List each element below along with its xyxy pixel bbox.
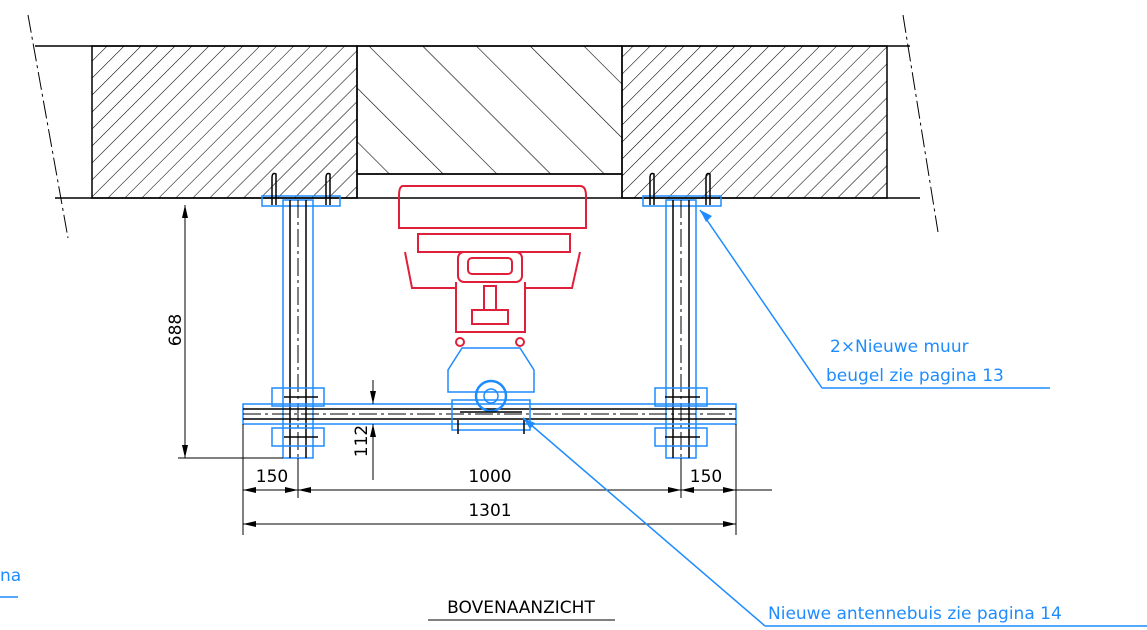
wall-bracket-leader: 2×Nieuwe muur beugel zie pagina 13 <box>699 209 1050 389</box>
dim-150-right: 150 <box>690 467 722 487</box>
dim-688: 688 <box>166 314 186 346</box>
wall-section <box>27 14 939 239</box>
dim-1000: 1000 <box>468 467 511 487</box>
wall-bracket-note-line1: 2×Nieuwe muur <box>830 337 969 357</box>
dim-150-left: 150 <box>256 467 288 487</box>
wall-left-hatch <box>91 45 358 199</box>
antenna-device <box>398 185 587 347</box>
antenna-tube-note: Nieuwe antennebuis zie pagina 14 <box>768 604 1062 624</box>
antenna-mount <box>447 347 535 434</box>
right-post <box>642 172 722 459</box>
cut-left-note-text: na <box>0 566 21 586</box>
cut-left-note: na <box>0 566 21 598</box>
left-post <box>261 172 341 459</box>
wall-middle-hatch <box>356 45 623 175</box>
antenna-tube-leader: Nieuwe antennebuis zie pagina 14 <box>522 417 1147 627</box>
wall-right-hatch <box>621 45 888 199</box>
wall-bracket-note-line2: beugel zie pagina 13 <box>826 366 1004 386</box>
dimension-lines <box>178 205 772 535</box>
horizontal-beam <box>242 403 737 425</box>
dim-112: 112 <box>352 425 372 457</box>
dim-1301: 1301 <box>468 501 511 521</box>
view-title-text: BOVENAANZICHT <box>447 598 595 618</box>
dimension-labels: 688 112 150 1000 150 1301 <box>166 314 722 521</box>
view-title: BOVENAANZICHT <box>428 598 615 621</box>
